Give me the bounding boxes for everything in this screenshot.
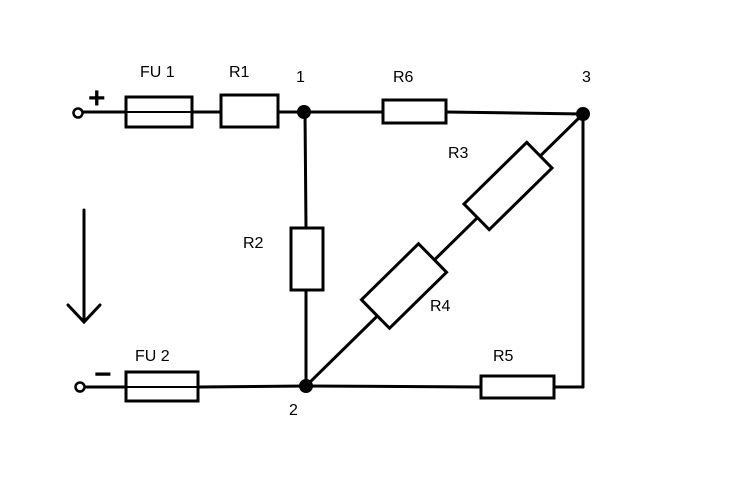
wire-node1-r2 <box>303 110 308 230</box>
node-2-dot <box>299 379 313 393</box>
resistor-r6 <box>381 98 448 125</box>
label-r2: R2 <box>243 235 264 252</box>
minus-sign: − <box>94 358 112 391</box>
label-r4: R4 <box>430 298 451 315</box>
label-r6: R6 <box>393 69 414 86</box>
node-3-dot <box>576 107 590 121</box>
resistor-r5 <box>479 374 556 400</box>
negative-terminal <box>74 381 86 393</box>
arrow-head <box>66 303 102 325</box>
resistor-r1 <box>219 93 280 129</box>
positive-terminal <box>72 107 84 119</box>
label-r5: R5 <box>493 348 514 365</box>
label-node2: 2 <box>289 402 298 419</box>
wire-r6-node3 <box>444 110 585 116</box>
resistor-r2 <box>289 226 325 292</box>
plus-sign: + <box>88 82 106 115</box>
label-r1: R1 <box>229 64 250 81</box>
resistor-r4 <box>359 241 449 331</box>
node-1-dot <box>297 105 311 119</box>
label-node3: 3 <box>582 69 591 86</box>
label-r3: R3 <box>448 145 469 162</box>
wire-fu2-node2 <box>196 384 308 389</box>
wire-node2-r5 <box>304 384 483 389</box>
label-fu2: FU 2 <box>135 348 170 365</box>
label-node1: 1 <box>296 69 305 86</box>
wire-diagonal <box>304 112 585 388</box>
resistor-r3 <box>461 140 555 232</box>
label-fu1: FU 1 <box>140 64 175 81</box>
